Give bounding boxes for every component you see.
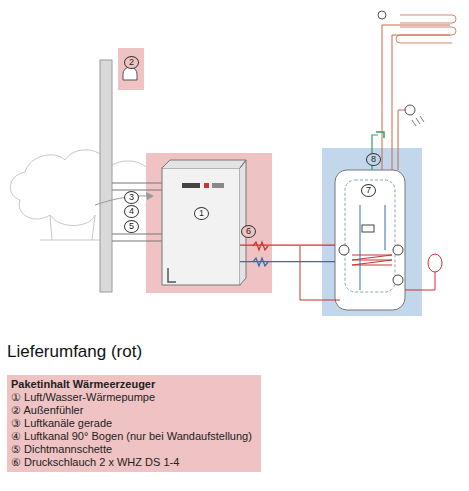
sensor-ground: [118, 48, 144, 90]
heating-rod: [362, 225, 374, 232]
list-item: ① Luft/Wasser-Wärmepumpe: [11, 391, 256, 404]
tank-pipe: [360, 205, 385, 290]
storage-tank: [335, 170, 405, 310]
tap-symbol: [376, 132, 384, 138]
callout-number: 3: [124, 191, 139, 204]
heating-pipe: [382, 25, 450, 170]
callout-number: 5: [124, 220, 139, 233]
hot-water-pipe: [398, 110, 412, 170]
pump-symbol: [393, 275, 403, 285]
valve-symbol: [378, 11, 386, 19]
tank-inner: [345, 180, 395, 292]
control-display: [182, 183, 200, 188]
delivery-list-panel: Paketinhalt Wärmeerzeuger① Luft/Wasser-W…: [7, 375, 261, 472]
return-pipe: [300, 246, 340, 300]
heat-pump-top: [162, 160, 246, 285]
storage-ground: [322, 148, 422, 316]
pressure-hose: [253, 242, 268, 250]
control-icon: [212, 183, 224, 188]
list-item: ④ Luftkanal 90° Bogen (nur bei Wandaufst…: [11, 430, 256, 443]
list-item: ② Außenfühler: [11, 404, 256, 417]
shower-spray: [412, 116, 424, 126]
list-item: ⑥ Druckschlauch 2 x WHZ DS 1-4: [11, 456, 256, 469]
callout-number: 8: [366, 153, 381, 166]
air-flow-arrow: [95, 196, 150, 205]
callout-number: 7: [361, 184, 376, 197]
panel-heading: Paketinhalt Wärmeerzeuger: [11, 378, 256, 391]
callout-number: 4: [124, 205, 139, 218]
pipe-connector: [240, 245, 335, 246]
diagram-title: Lieferumfang (rot): [7, 342, 142, 362]
air-duct: [112, 183, 162, 241]
tree-sketch: [10, 150, 159, 240]
delivery-ground: [146, 153, 272, 293]
control-icon: [204, 183, 209, 188]
condensate-drain: [168, 268, 176, 282]
callout-number: 2: [124, 56, 139, 69]
floor-heating-coil: [396, 15, 456, 43]
list-item: ③ Luftkanäle gerade: [11, 417, 256, 430]
house-wall: [100, 60, 112, 292]
expansion-pipe: [405, 272, 435, 290]
expansion-vessel: [428, 254, 442, 272]
pipe-connector: [240, 261, 335, 262]
storage-tank-unit: 7: [335, 170, 405, 310]
callout-number: 1: [194, 207, 209, 220]
heat-pump-unit: 1: [162, 168, 240, 285]
air-flow-head: [146, 192, 154, 200]
heat-exchanger-coil: [352, 255, 392, 265]
pump-symbol: [339, 245, 349, 255]
heat-pump-body: [162, 168, 240, 285]
list-item: ⑤ Dichtmannschette: [11, 443, 256, 456]
callout-number: 6: [241, 225, 256, 238]
shower-head: [405, 105, 415, 115]
pump-symbol: [393, 245, 403, 255]
